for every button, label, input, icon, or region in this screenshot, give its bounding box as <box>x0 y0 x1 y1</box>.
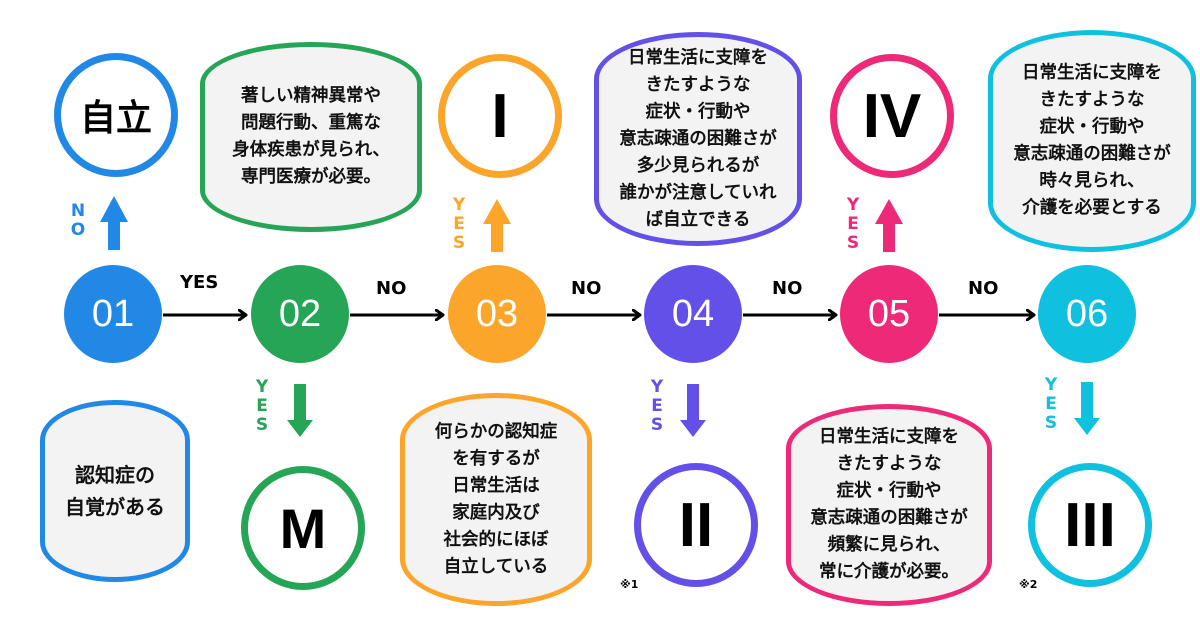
arrow-down-02 <box>287 384 313 437</box>
arrow-up-05 <box>875 199 903 252</box>
branch-label-06: YES <box>1044 375 1058 433</box>
question-box-06: 日常生活に支障を きたすような 症状・行動や 意志疎通の困難さが 時々見られ、 … <box>988 30 1196 252</box>
question-box-01: 認知症の 自覚がある <box>40 400 190 582</box>
edge-label-01-02: YES <box>180 272 219 293</box>
arrow-up-03 <box>483 199 511 252</box>
result-ii: II <box>634 463 758 587</box>
step-node-06: 06 <box>1038 265 1136 363</box>
result-iv: IV <box>830 54 954 178</box>
edge-label-03-04: NO <box>571 278 602 299</box>
step-node-02: 02 <box>251 265 349 363</box>
edge-label-02-03: NO <box>376 278 407 299</box>
branch-label-04: YES <box>650 377 664 435</box>
question-box-02: 著しい精神異常や 問題行動、重篤な 身体疾患が見られ、 専門医療が必要。 <box>200 42 422 232</box>
arrow-down-06 <box>1074 382 1100 435</box>
arrow-down-04 <box>680 384 706 437</box>
result-m: M <box>241 466 365 590</box>
step-node-04: 04 <box>644 265 742 363</box>
branch-label-05: YES <box>846 195 860 253</box>
branch-label-03: YES <box>452 195 466 253</box>
footnote-1: ※1 <box>620 578 639 591</box>
edge-label-04-05: NO <box>772 278 803 299</box>
footnote-2: ※2 <box>1019 578 1038 591</box>
step-node-01: 01 <box>64 265 162 363</box>
result-iii: III <box>1028 463 1152 587</box>
result-i: I <box>438 54 562 178</box>
step-node-03: 03 <box>448 265 546 363</box>
edge-label-05-06: NO <box>968 278 999 299</box>
arrow-up-01 <box>100 196 128 250</box>
branch-label-01: NO <box>70 201 86 240</box>
question-box-03: 何らかの認知症 を有するが 日常生活は 家庭内及び 社会的にほぼ 自立している <box>400 393 592 606</box>
step-node-05: 05 <box>840 265 938 363</box>
question-box-05: 日常生活に支障を きたすような 症状・行動や 意志疎通の困難さが 頻繁に見られ、… <box>786 404 992 606</box>
branch-label-02: YES <box>255 377 269 435</box>
question-box-04: 日常生活に支障を きたすような 症状・行動や 意志疎通の困難さが 多少見られるが… <box>594 32 802 246</box>
result-jiritsu: 自立 <box>54 53 178 177</box>
